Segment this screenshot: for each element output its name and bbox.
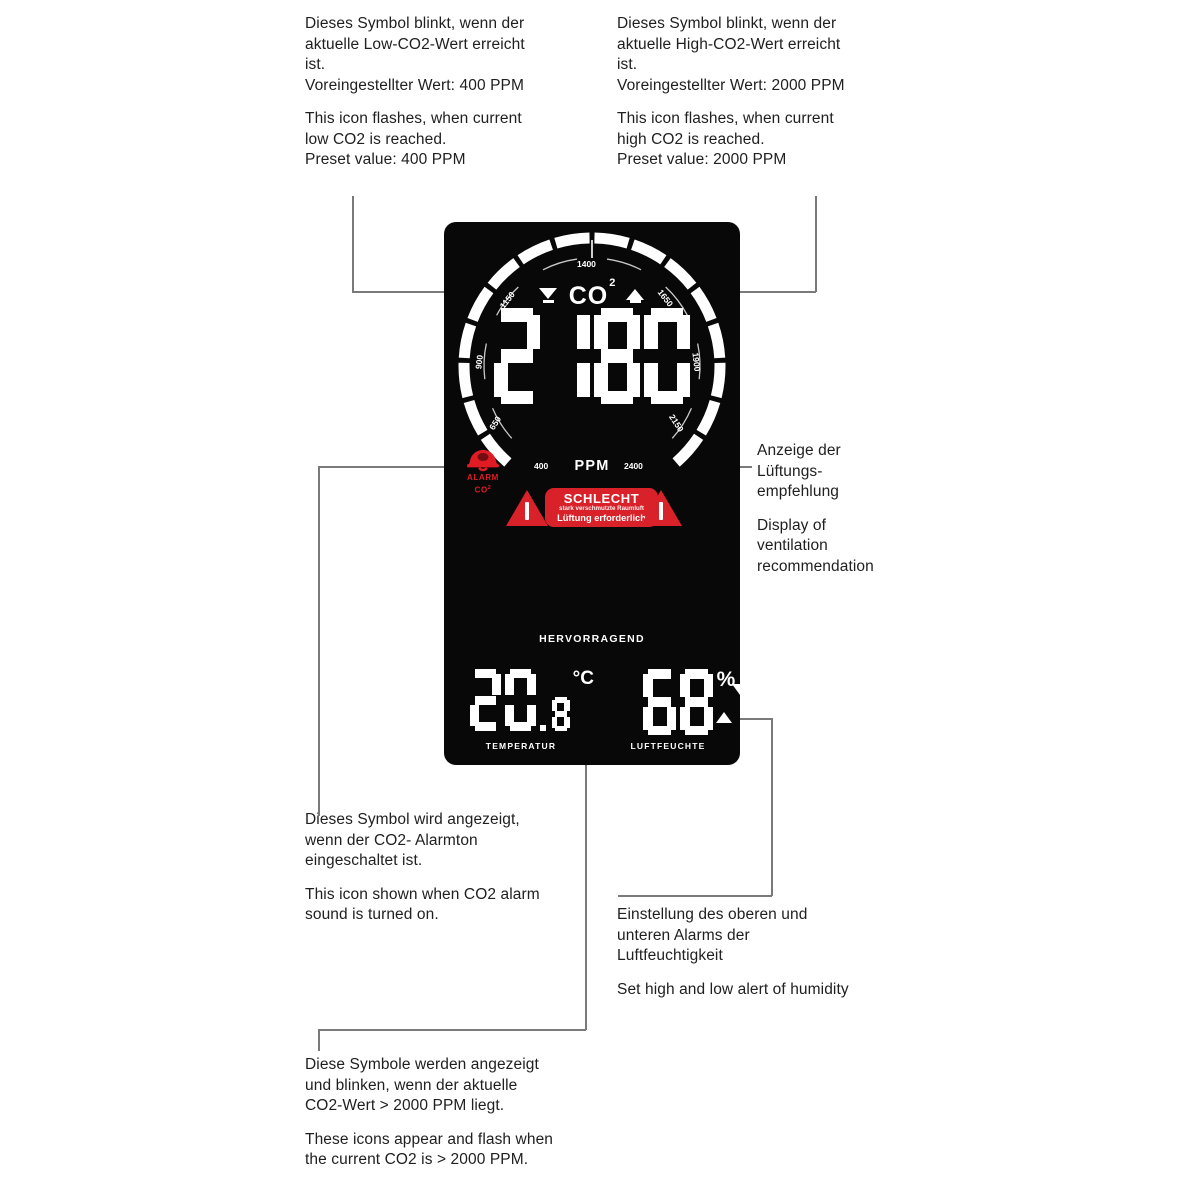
annotation-humidity-alert-de-line2: unteren Alarms der [617,926,750,944]
annotation-warning-triangles: Diese Symbole werden angezeigt und blink… [305,1055,605,1171]
annotation-alarm-sound-en-line2: sound is turned on. [305,906,439,923]
gauge-arc-svg [458,232,726,467]
leader-high-co2-vertical [815,196,817,292]
annotation-high-co2-de-line1: Dieses Symbol blinkt, wenn der [617,15,837,32]
warning-triangle-left-icon [506,490,548,526]
ventilation-recommendation-banner: SCHLECHT stark verschmutzte Raumluft Lüf… [545,488,658,527]
humidity-caption: LUFTFEUCHTE [630,741,706,751]
annotation-low-co2-de-line4: Voreingestellter Wert: 400 PPM [305,76,524,94]
annotation-ventilation-en-line3: recommendation [757,557,874,575]
ventilation-headline: SCHLECHT [563,490,640,506]
annotation-low-co2-de-line1: Dieses Symbol blinkt, wenn der [305,15,525,32]
leader-alarm-vertical [318,466,320,816]
leader-humidity-horizontal-top [727,718,772,720]
ventilation-row: SCHLECHT stark verschmutzte Raumluft Lüf… [444,488,740,528]
alarm-label-line2: CO [474,485,488,495]
co2-value-digits [494,308,690,404]
humidity-readout: % LUFTFEUCHTE 68 [600,668,740,751]
leader-warning-vertical [585,540,587,1030]
annotation-warning-de-line2: und blinken, wenn der aktuelle [305,1076,518,1094]
annotation-low-co2: Dieses Symbol blinkt, wenn der aktuelle … [305,14,595,171]
annotation-alarm-sound: Dieses Symbol wird angezeigt, wenn der C… [305,810,605,926]
annotation-low-co2-de-line2: aktuelle Low-CO2-Wert erreicht [305,35,525,53]
annotation-alarm-sound-de-line1: Dieses Symbol wird angezeigt, [305,811,520,828]
annotation-ventilation-de-line3: empfehlung [757,483,840,500]
triangle-down-low-alert-icon [538,287,558,306]
temperature-digits [469,669,570,731]
annotation-ventilation-en-line2: ventilation [757,537,828,554]
annotation-ventilation: Anzeige der Lüftungs- empfehlung Display… [757,441,937,577]
arrow-up-icon[interactable] [716,695,732,723]
seven-segment-digit [594,308,640,404]
annotation-high-co2: Dieses Symbol blinkt, wenn der aktuelle … [617,14,917,171]
leader-warning-horizontal [318,1029,586,1031]
temperature-unit: °C [572,668,594,689]
environment-readouts: °C TEMPERATUR 20.8 % [444,669,740,764]
co2-label: CO2 [568,276,617,310]
annotation-ventilation-de-line2: Lüftungs- [757,462,823,480]
annotation-low-co2-en-line2: low CO2 is reached. [305,130,447,148]
decimal-point [539,669,548,731]
seven-segment-digit [551,697,570,731]
humidity-hi-lo-alert-icons[interactable] [716,684,740,723]
annotation-alarm-sound-de-line3: eingeschaltet ist. [305,852,423,869]
gauge-tick-400: 400 [534,461,549,471]
annotation-high-co2-en-line3: Preset value: 2000 PPM [617,151,787,168]
alarm-indicator: ALARM CO2 [458,448,508,496]
annotation-high-co2-en-line1: This icon flashes, when current [617,110,834,127]
annotation-low-co2-en-line1: This icon flashes, when current [305,110,522,127]
annotation-humidity-alert-en-line1: Set high and low alert of humidity [617,980,849,998]
humidity-digits [643,669,713,735]
annotation-humidity-alert: Einstellung des oberen und unteren Alarm… [617,905,917,1000]
leader-alarm-horizontal [318,466,458,468]
temperature-caption: TEMPERATUR [485,741,557,751]
seven-segment-digit [644,308,690,404]
seven-segment-digit [469,669,501,731]
gauge-tick-1400: 1400 [577,259,596,269]
seven-segment-digit [643,669,676,735]
co2-value-readout: 2180 [444,308,740,409]
seven-segment-digit [680,669,713,735]
annotation-high-co2-de-line4: Voreingestellter Wert: 2000 PPM [617,76,845,94]
triangle-up-high-alert-icon [626,287,645,306]
seven-segment-digit [544,308,590,404]
leader-humidity-vertical [771,718,773,896]
annotation-high-co2-de-line3: ist. [617,56,638,73]
gauge-tick-2400: 2400 [624,461,643,471]
ventilation-sub2: Lüftung erforderlich [557,512,646,523]
annotation-ventilation-de-line1: Anzeige der [757,442,841,459]
alarm-bell-icon [466,448,500,472]
annotation-warning-en-line1: These icons appear and flash when [305,1130,554,1148]
arrow-down-icon[interactable] [732,684,740,712]
annotation-alarm-sound-de-line2: wenn der CO2- Alarmton [305,831,478,849]
co2-unit-label: PPM [574,458,610,474]
annotation-warning-en-line2: the current CO2 is > 2000 PPM. [305,1151,529,1168]
leader-warning-down-stub [318,1029,320,1051]
annotation-ventilation-en-line1: Display of [757,516,827,534]
annotation-high-co2-en-line2: high CO2 is reached. [617,130,765,148]
air-quality-word: HERVORRAGEND [539,633,645,645]
annotation-low-co2-de-line3: ist. [305,56,326,73]
co2-gauge: 400 650 900 1150 1400 1650 1900 2150 240… [458,232,726,500]
humidity-unit: % [716,668,736,691]
annotation-warning-de-line1: Diese Symbole werden angezeigt [305,1056,539,1073]
annotation-low-co2-en-line3: Preset value: 400 PPM [305,151,466,168]
annotation-alarm-sound-en-line1: This icon shown when CO2 alarm [305,885,540,903]
temperature-readout: °C TEMPERATUR 20.8 [454,669,594,751]
alarm-label-line1: ALARM [467,473,499,482]
seven-segment-digit [504,669,536,731]
annotation-humidity-alert-de-line3: Luftfeuchtigkeit [617,947,723,964]
annotation-high-co2-de-line2: aktuelle High-CO2-Wert erreicht [617,35,841,53]
seven-segment-digit [494,308,540,404]
leader-low-co2-vertical [352,196,354,292]
co2-header: CO2 [444,276,740,310]
annotation-warning-de-line3: CO2-Wert > 2000 PPM liegt. [305,1097,505,1114]
leader-humidity-horizontal-bottom [618,895,772,897]
ventilation-sub1: stark verschmutzte Raumluft [559,504,644,512]
annotation-humidity-alert-de-line1: Einstellung des oberen und [617,906,808,923]
warning-triangle-right-icon [640,490,682,526]
co2-monitor-display: 400 650 900 1150 1400 1650 1900 2150 240… [444,222,740,765]
